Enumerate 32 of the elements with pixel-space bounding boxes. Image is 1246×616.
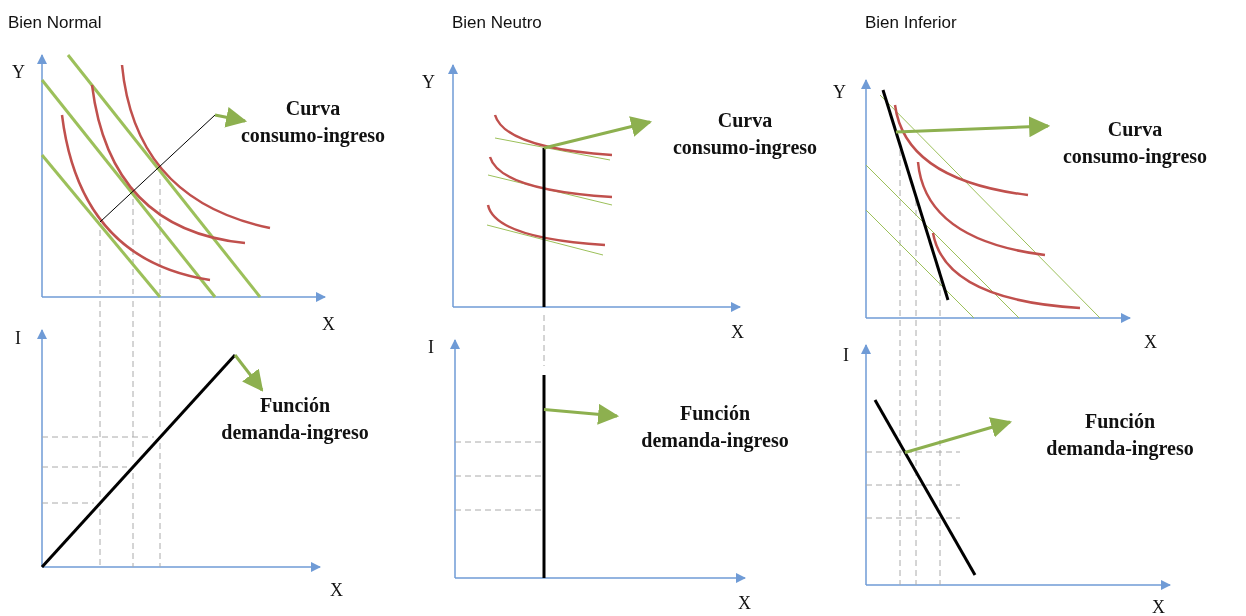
axis-label: I (15, 328, 21, 349)
leader-arrow (233, 354, 264, 392)
consumption-income-line (881, 89, 950, 301)
leader-arrow (895, 116, 1051, 138)
leader-arrow (904, 417, 1012, 454)
panel-title: Bien Neutro (452, 13, 542, 33)
axis-label: Y (12, 62, 25, 83)
axis-label: I (428, 337, 434, 358)
axis-label: X (330, 580, 343, 601)
demand-income-line (542, 375, 546, 578)
callout-text: Función demanda-ingreso (1025, 408, 1215, 462)
consumption-income-line (542, 148, 546, 307)
axis-label: X (738, 593, 751, 614)
axis-label: Y (833, 82, 846, 103)
panel-title: Bien Inferior (865, 13, 957, 33)
callout-text: Función demanda-ingreso (200, 392, 390, 446)
callout-text: Curva consumo-ingreso (218, 95, 408, 149)
axis-label: Y (422, 72, 435, 93)
axis-label: X (1144, 332, 1157, 353)
leader-arrow (543, 403, 620, 425)
panel-title: Bien Normal (8, 13, 102, 33)
axis-label: X (1152, 597, 1165, 616)
callout-text: Función demanda-ingreso (620, 400, 810, 454)
callout-text: Curva consumo-ingreso (1040, 116, 1230, 170)
callout-text: Curva consumo-ingreso (650, 107, 840, 161)
consumption-income-line (99, 114, 216, 223)
leader-arrow (543, 116, 653, 150)
leader-arrow (214, 107, 248, 128)
demand-income-line (873, 399, 977, 576)
axis-label: I (843, 345, 849, 366)
axis-label: X (322, 314, 335, 335)
axis-label: X (731, 322, 744, 343)
